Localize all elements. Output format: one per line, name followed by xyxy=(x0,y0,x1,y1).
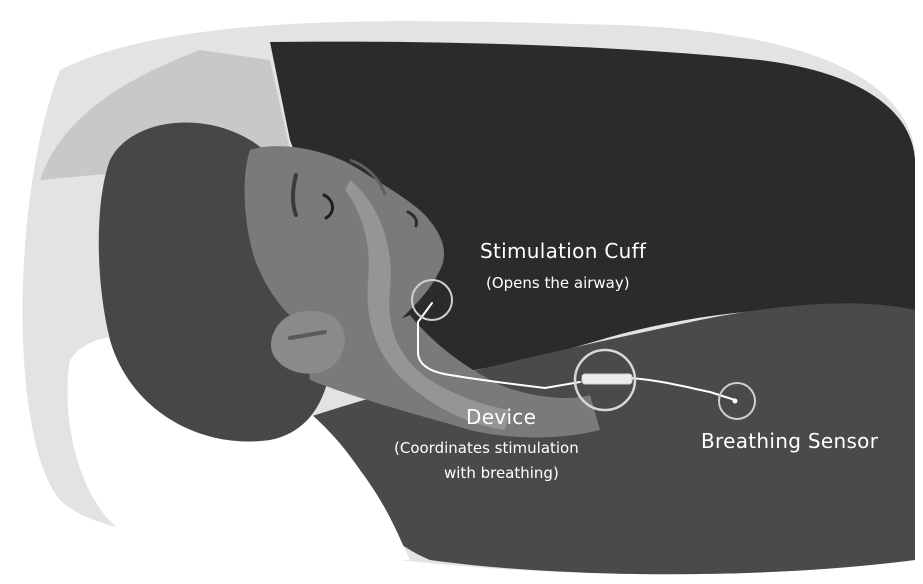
device-label: Device xyxy=(466,406,536,429)
device-sublabel-line1: (Coordinates stimulation xyxy=(394,440,579,457)
breathing-sensor-label: Breathing Sensor xyxy=(701,430,878,453)
stimulation-cuff-label: Stimulation Cuff xyxy=(480,240,646,263)
stimulation-cuff-sublabel: (Opens the airway) xyxy=(486,275,630,292)
device-body xyxy=(582,374,632,384)
device-sublabel-line2: with breathing) xyxy=(444,465,559,482)
sensor-dot xyxy=(733,399,738,404)
